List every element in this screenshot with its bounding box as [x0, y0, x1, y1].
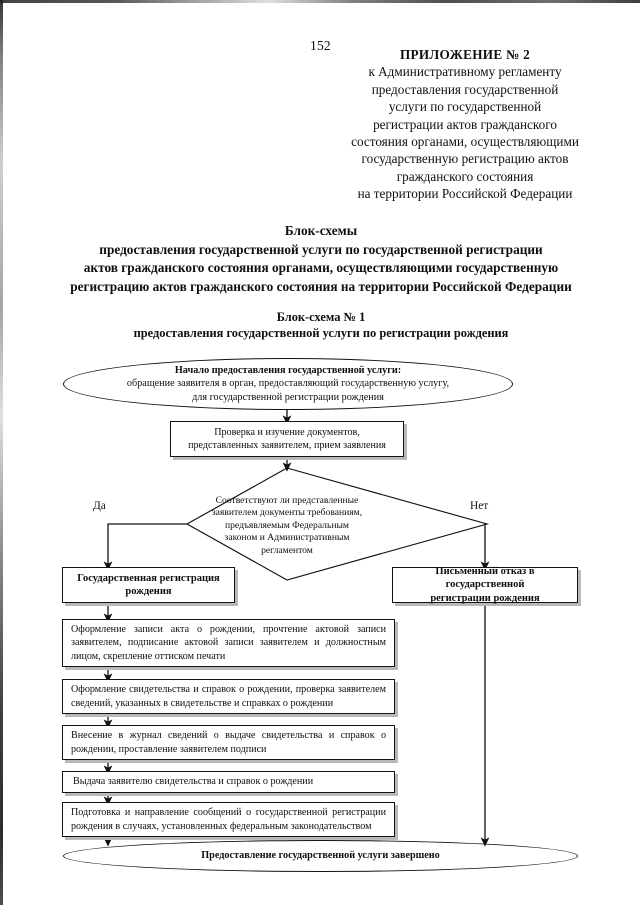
document-title-line-3: регистрацию актов гражданского состояния… [70, 278, 572, 294]
flow-node-step-2: Оформление свидетельства и справок о рож… [62, 679, 395, 714]
refusal-line-2: регистрации рождения [430, 592, 540, 604]
appendix-line-1: к Административному регламенту [368, 64, 562, 80]
flow-node-refusal: Письменный отказ в государственной регис… [392, 566, 578, 604]
decision-line-1: Соответствуют ли представленные [215, 495, 359, 506]
step-1-text: Оформление записи акта о рождении, прочт… [71, 624, 386, 662]
scan-edge-top [0, 0, 640, 3]
appendix-title: ПРИЛОЖЕНИЕ № 2 [399, 47, 531, 62]
decision-line-4: законом и Административным [224, 532, 350, 544]
flow-node-check-documents: Проверка и изучение документов, представ… [170, 421, 404, 457]
flow-node-end: Предоставление государственной услуги за… [63, 840, 578, 872]
appendix-line-4: регистрации актов гражданского [373, 116, 557, 132]
appendix-line-5: состояния органами, осуществляющими [351, 134, 579, 150]
branch-label-no: Нет [470, 500, 489, 512]
appendix-line-6: государственную регистрацию актов [361, 151, 569, 167]
appendix-line-3: услуги по государственной [388, 99, 542, 115]
step-2-text: Оформление свидетельства и справок о рож… [71, 684, 386, 709]
scan-edge-left [0, 0, 3, 905]
flowchart-title-head: Блок-схема № 1 [276, 310, 366, 324]
document-title-line-2: актов гражданского состояния органами, о… [83, 260, 559, 276]
decision-line-5: регламентом [261, 544, 313, 556]
start-line-2: обращение заявителя в орган, предоставля… [126, 378, 450, 390]
flowchart-title-sub: предоставления государственной услуги по… [133, 326, 509, 341]
document-title-line-1: предоставления государственной услуги по… [99, 241, 543, 257]
appendix-line-7: гражданского состояния [396, 168, 534, 184]
end-text: Предоставление государственной услуги за… [201, 850, 440, 862]
start-line-3: для государственной регистрации рождения [192, 391, 384, 403]
flow-node-start: Начало предоставления государственной ус… [63, 358, 513, 410]
step-3-text: Внесение в журнал сведений о выдаче свид… [71, 730, 386, 755]
appendix-caption: ПРИЛОЖЕНИЕ № 2 к Административному регла… [330, 46, 600, 203]
flow-node-step-4: Выдача заявителю свидетельства и справок… [62, 771, 395, 793]
document-title-head: Блок-схемы [284, 223, 358, 238]
decision-line-3: предъявляемым Федеральным [225, 519, 349, 531]
refusal-line-1: Письменный отказ в государственной [435, 566, 535, 591]
step-5-text: Подготовка и направление сообщений о гос… [71, 807, 386, 832]
registration-line-1: Государственная регистрация [77, 572, 220, 584]
appendix-line-2: предоставления государственной [371, 81, 559, 97]
flow-node-registration: Государственная регистрация рождения [62, 567, 235, 603]
flow-node-step-5: Подготовка и направление сообщений о гос… [62, 802, 395, 837]
flow-node-step-3: Внесение в журнал сведений о выдаче свид… [62, 725, 395, 760]
document-title: Блок-схемы предоставления государственно… [28, 222, 614, 296]
registration-line-2: рождения [125, 586, 172, 597]
flow-node-decision-label: Соответствуют ли представленные заявител… [200, 495, 374, 557]
decision-line-2: заявителем документы требованиям, [211, 507, 363, 519]
flowchart-title: Блок-схема № 1 предоставления государств… [28, 309, 614, 342]
step-4-text: Выдача заявителю свидетельства и справок… [73, 776, 314, 788]
check-documents-line-1: Проверка и изучение документов, [214, 426, 360, 438]
branch-label-yes: Да [93, 500, 106, 512]
appendix-line-8: на территории Российской Федерации [357, 186, 573, 202]
start-line-1: Начало предоставления государственной ус… [174, 364, 402, 376]
page-number: 152 [310, 38, 331, 53]
flow-node-step-1: Оформление записи акта о рождении, прочт… [62, 619, 395, 667]
check-documents-line-2: представленных заявителем, прием заявлен… [188, 440, 386, 451]
